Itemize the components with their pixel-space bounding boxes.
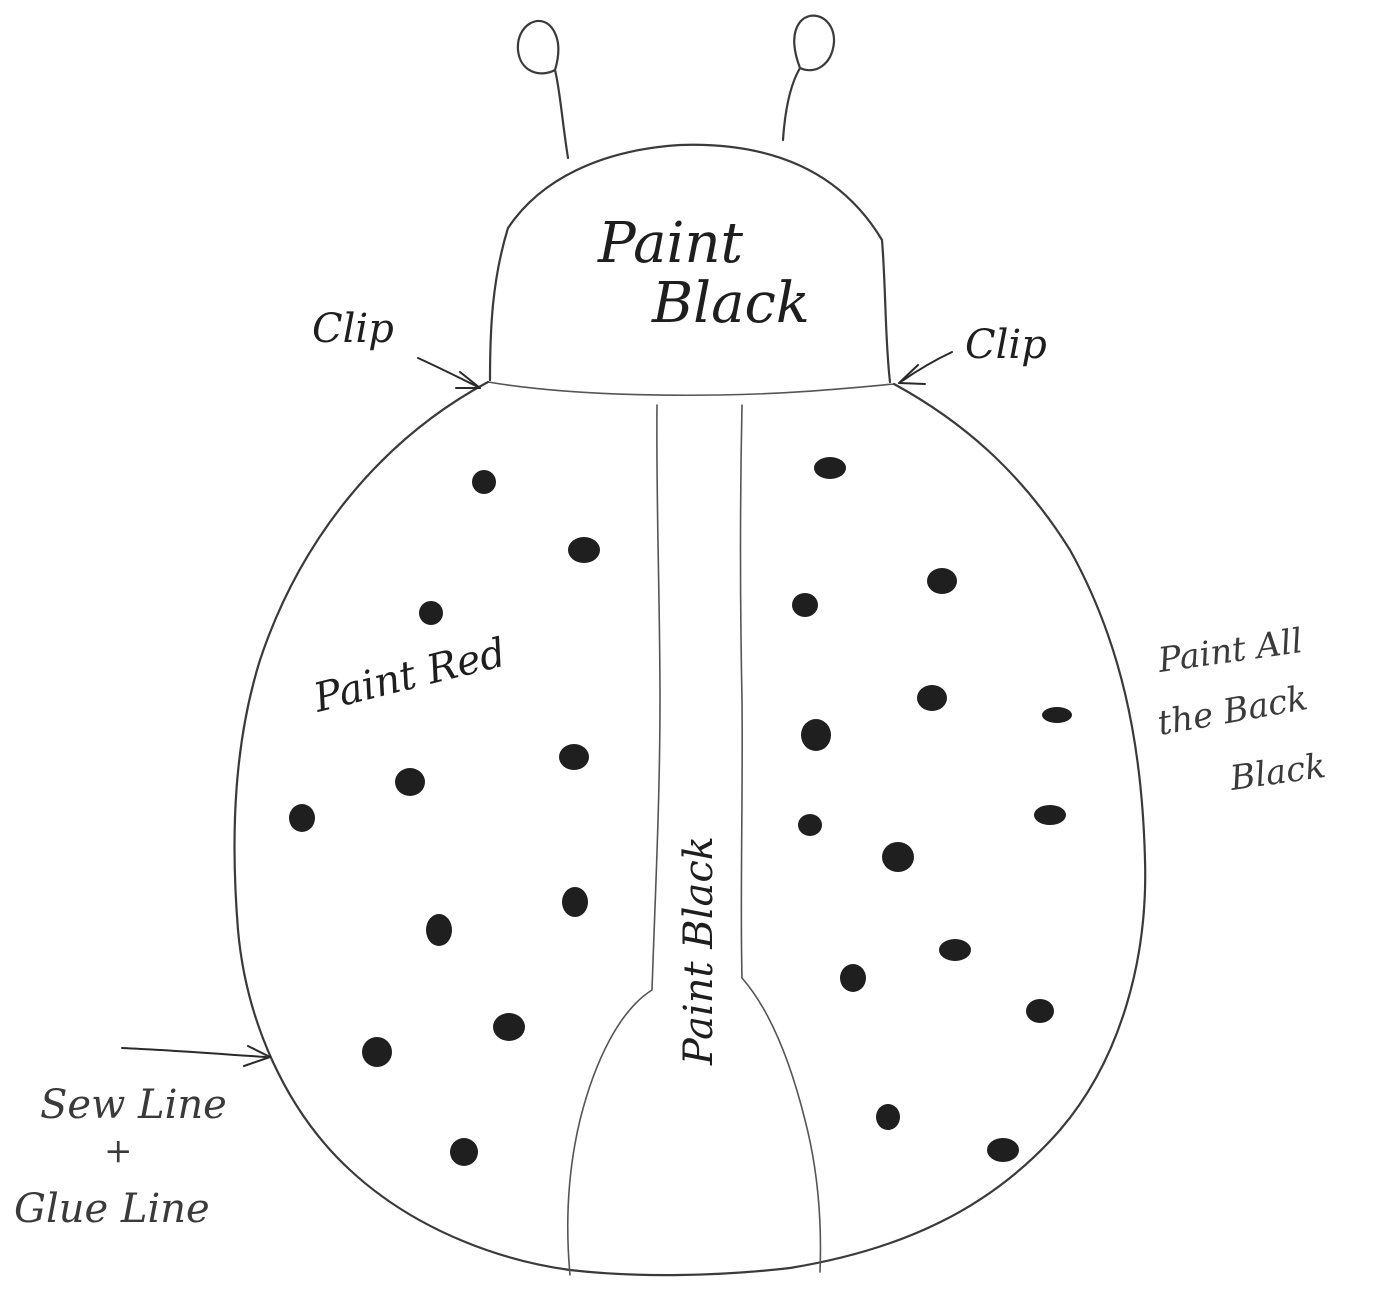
spot: [568, 537, 600, 563]
center-stripe-right-edge: [741, 405, 821, 1272]
spot: [927, 568, 957, 594]
clip-arrow-right: [899, 352, 952, 384]
spot: [987, 1138, 1019, 1162]
right-note-line1: Paint All: [1155, 621, 1305, 681]
sew-label-line1: Sew Line: [40, 1082, 227, 1128]
spot: [395, 768, 425, 796]
spot: [840, 964, 866, 992]
center-stripe-left-edge: [568, 405, 660, 1275]
spot: [814, 457, 846, 479]
right-note-line2: the Back: [1155, 678, 1311, 744]
right-note-line3: Black: [1227, 746, 1328, 799]
head-neck-line: [488, 382, 894, 395]
spot: [1034, 805, 1066, 825]
spot: [917, 685, 947, 711]
spot: [792, 593, 818, 617]
head-label-line2: Black: [651, 271, 810, 336]
sew-line-arrow: [122, 1046, 270, 1066]
antenna-right: [783, 16, 834, 140]
antenna-left: [518, 21, 568, 158]
spot: [559, 744, 589, 770]
right-wing-spots: [792, 457, 1072, 1162]
spot: [450, 1138, 478, 1166]
spot: [493, 1013, 525, 1041]
sew-label-line3: Glue Line: [14, 1186, 210, 1232]
sew-label-line2: +: [104, 1131, 133, 1171]
spot: [289, 804, 315, 832]
spot: [426, 914, 452, 946]
left-wing-spots: [289, 470, 600, 1166]
clip-label-right: Clip: [965, 322, 1047, 368]
antennae: [518, 16, 834, 158]
spot: [801, 719, 831, 751]
spot: [562, 887, 588, 917]
wing-label-left: Paint Red: [308, 630, 510, 722]
spot: [419, 601, 443, 625]
spot: [1026, 999, 1054, 1023]
clip-label-left: Clip: [312, 306, 394, 352]
spot: [1042, 707, 1072, 723]
spot: [876, 1104, 900, 1130]
spot: [362, 1037, 392, 1067]
clip-arrow-left: [418, 358, 480, 388]
spot: [472, 470, 496, 494]
center-stripe-label: Paint Black: [676, 836, 722, 1066]
spot: [939, 939, 971, 961]
head-label-line1: Paint: [597, 211, 744, 276]
spot: [882, 842, 914, 872]
spot: [798, 814, 822, 836]
